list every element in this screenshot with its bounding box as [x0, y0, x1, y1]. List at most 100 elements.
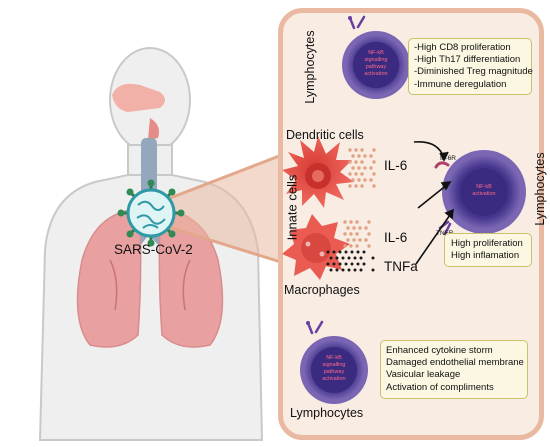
particle	[354, 160, 358, 164]
particle	[360, 148, 364, 152]
il6-particles-top	[348, 148, 376, 188]
particle	[335, 256, 339, 260]
particle	[363, 166, 367, 170]
particle	[372, 148, 376, 152]
particle	[352, 238, 356, 242]
particle	[343, 232, 347, 236]
particle	[346, 238, 350, 242]
particle	[359, 256, 363, 260]
particle	[335, 268, 339, 272]
particle	[372, 172, 376, 176]
particle	[362, 250, 366, 254]
particle	[360, 172, 364, 176]
particle	[349, 232, 353, 236]
dendritic-cell	[282, 136, 354, 208]
particle	[369, 178, 373, 182]
effects-box-top: -High CD8 proliferation -High Th17 diffe…	[408, 38, 533, 95]
effect-line: High proliferation	[451, 238, 523, 249]
dendritic-cells-label: Dendritic cells	[286, 128, 364, 142]
particle	[358, 238, 362, 242]
particle	[347, 268, 351, 272]
il6r-label: IL-6R	[440, 155, 456, 162]
particle	[356, 250, 360, 254]
effects-box-bottom: Enhanced cytokine storm Damaged endothel…	[380, 340, 528, 399]
effect-line: -High CD8 proliferation	[414, 42, 511, 53]
particle	[369, 154, 373, 158]
particle	[348, 184, 352, 188]
particle	[348, 172, 352, 176]
particle	[329, 256, 333, 260]
particle	[353, 268, 357, 272]
tnfa-label: TNFa	[384, 259, 418, 274]
particle	[347, 256, 351, 260]
particle	[362, 262, 366, 266]
particle	[363, 178, 367, 182]
particle	[359, 268, 363, 272]
il6-particles-bottom	[343, 220, 371, 248]
particle	[329, 268, 333, 272]
particle	[350, 262, 354, 266]
particle	[353, 256, 357, 260]
lymphocyte-bottom	[300, 320, 368, 404]
macrophages-label: Macrophages	[284, 283, 360, 297]
effect-line: -Diminished Treg magnitude	[414, 66, 533, 78]
particle	[363, 154, 367, 158]
particle	[348, 148, 352, 152]
particle	[326, 250, 330, 254]
effect-line: High inflamation	[451, 250, 520, 262]
particle	[372, 184, 376, 188]
particle	[360, 184, 364, 188]
particle	[367, 232, 371, 236]
lymphocyte-middle	[434, 150, 526, 236]
particle	[350, 250, 354, 254]
cell-text-middle: NF-kB activation	[472, 184, 496, 197]
il6-label-top: IL-6	[384, 158, 408, 173]
particle	[364, 226, 368, 230]
particle	[348, 160, 352, 164]
effect-line: -High Th17 differentiation	[414, 54, 521, 66]
particle	[354, 148, 358, 152]
particle	[326, 262, 330, 266]
particle	[355, 220, 359, 224]
particle	[343, 244, 347, 248]
particle	[360, 160, 364, 164]
particle	[369, 166, 373, 170]
particle	[346, 226, 350, 230]
particle	[354, 184, 358, 188]
lymphocytes-mid-label: Lymphocytes	[533, 152, 547, 226]
callout-wedge	[165, 148, 300, 268]
particle	[341, 268, 345, 272]
particle	[343, 220, 347, 224]
particle	[354, 172, 358, 176]
particle	[351, 166, 355, 170]
signal-arrows	[413, 141, 454, 265]
mechanism-panel	[278, 8, 544, 440]
virus-icon	[117, 179, 185, 247]
effect-line: Vasicular leakage	[386, 369, 461, 381]
effects-box-middle: High proliferation High inflamation	[444, 233, 532, 268]
lymphocyte-top	[342, 15, 410, 99]
cell-text-top: NF-kB signalling pathway activation	[364, 50, 388, 77]
particle	[341, 256, 345, 260]
particle	[349, 220, 353, 224]
particle	[356, 262, 360, 266]
particle	[355, 232, 359, 236]
virus-label: SARS-CoV-2	[114, 242, 193, 257]
particle	[351, 154, 355, 158]
particle	[367, 220, 371, 224]
particle	[371, 256, 375, 260]
particle	[357, 178, 361, 182]
effect-line: Damaged endothelial membrane	[386, 357, 524, 369]
il6-label-bottom: IL-6	[384, 230, 408, 245]
particle	[349, 244, 353, 248]
particle	[372, 160, 376, 164]
particle	[357, 166, 361, 170]
lungs	[76, 209, 224, 348]
particle	[367, 244, 371, 248]
particle	[371, 268, 375, 272]
particle	[344, 262, 348, 266]
particle	[338, 250, 342, 254]
cell-text-bottom: NF-kB signalling pathway activation	[322, 355, 346, 382]
particle	[351, 178, 355, 182]
